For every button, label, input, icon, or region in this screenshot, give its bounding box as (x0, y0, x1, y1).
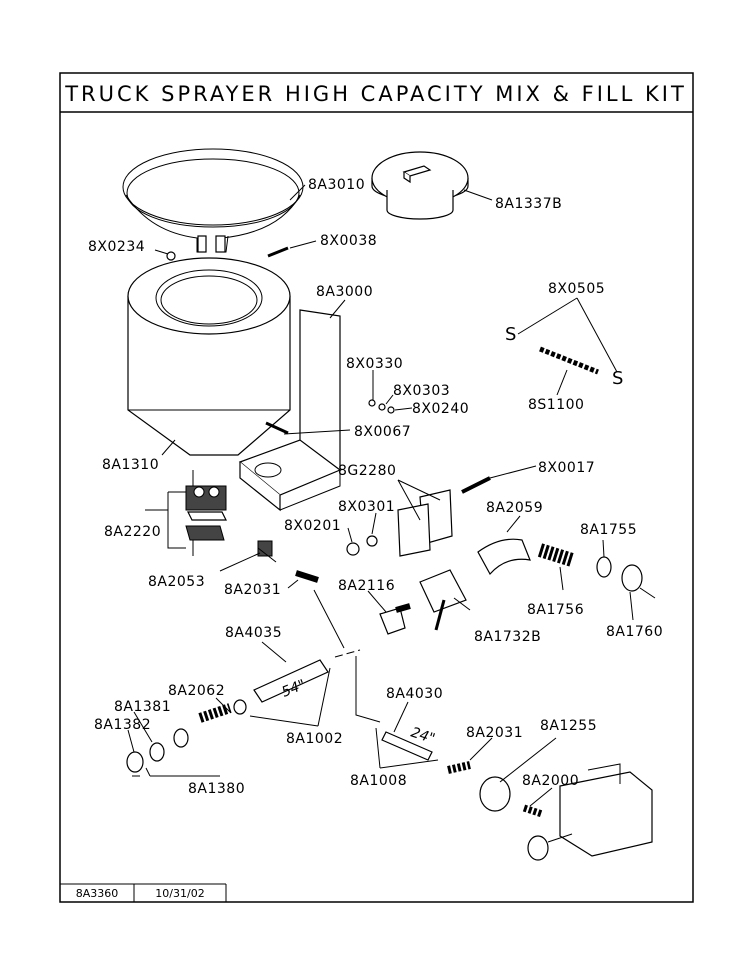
lid-part (371, 151, 469, 220)
label-8A1310: 8A1310 (102, 457, 159, 473)
label-8X0240: 8X0240 (412, 401, 469, 417)
label-8X0067: 8X0067 (354, 424, 411, 440)
label-8A2220: 8A2220 (104, 524, 161, 540)
label-8A1381: 8A1381 (114, 699, 171, 715)
label-8X0234: 8X0234 (88, 239, 145, 255)
label-8G2280: 8G2280 (338, 463, 396, 479)
valve-assembly-part (185, 470, 227, 556)
label-8X0505: 8X0505 (548, 281, 605, 297)
label-8A1008: 8A1008 (350, 773, 407, 789)
tank-part (127, 257, 291, 456)
pump-part (447, 761, 653, 861)
hose-length-24: 24" (409, 725, 437, 748)
label-8X0303: 8X0303 (393, 383, 450, 399)
ball-valve-part (419, 538, 656, 631)
svg-text:S: S (612, 368, 623, 389)
label-8X0301: 8X0301 (338, 499, 395, 515)
coupler-stack-part (126, 699, 247, 773)
label-8A2059: 8A2059 (486, 500, 543, 516)
label-8A1255: 8A1255 (540, 718, 597, 734)
label-8X0330: 8X0330 (346, 356, 403, 372)
mount-bracket-part (238, 309, 342, 512)
label-8A3000: 8A3000 (316, 284, 373, 300)
chain-part: S S (505, 324, 623, 389)
footer-date: 10/31/02 (155, 887, 204, 900)
drawing-title: TRUCK SPRAYER HIGH CAPACITY MIX & FILL K… (64, 82, 687, 106)
label-8A1380: 8A1380 (188, 781, 245, 797)
label-8A1760: 8A1760 (606, 624, 663, 640)
label-8A1755: 8A1755 (580, 522, 637, 538)
elbow-fitting-part (257, 540, 411, 635)
mounting-plates-part (397, 489, 453, 557)
footer-part-number: 8A3360 (76, 887, 119, 900)
leader-lines (127, 184, 634, 807)
label-8A2031-upper: 8A2031 (224, 582, 281, 598)
small-hardware (166, 246, 491, 556)
label-8A1756: 8A1756 (527, 602, 584, 618)
label-8A2062: 8A2062 (168, 683, 225, 699)
label-8A2000: 8A2000 (522, 773, 579, 789)
label-8X0038: 8X0038 (320, 233, 377, 249)
label-8A1002: 8A1002 (286, 731, 343, 747)
band-clamp-part (122, 148, 304, 253)
label-8A4030: 8A4030 (386, 686, 443, 702)
label-8A1382: 8A1382 (94, 717, 151, 733)
label-8A2053: 8A2053 (148, 574, 205, 590)
label-8A1337B: 8A1337B (495, 196, 562, 212)
hoses-part (253, 547, 433, 761)
label-8X0201: 8X0201 (284, 518, 341, 534)
label-8A3010: 8A3010 (308, 177, 365, 193)
label-8X0017: 8X0017 (538, 460, 595, 476)
label-8S1100: 8S1100 (528, 397, 584, 413)
part-labels: 8A3010 8A1337B 8X0234 8X0038 8A3000 8X05… (88, 177, 663, 797)
svg-text:S: S (505, 324, 516, 345)
label-8A2116: 8A2116 (338, 578, 395, 594)
label-8A2031-lower: 8A2031 (466, 725, 523, 741)
drawing-border (59, 72, 694, 903)
label-8A1732B: 8A1732B (474, 629, 541, 645)
label-8A4035: 8A4035 (225, 625, 282, 641)
